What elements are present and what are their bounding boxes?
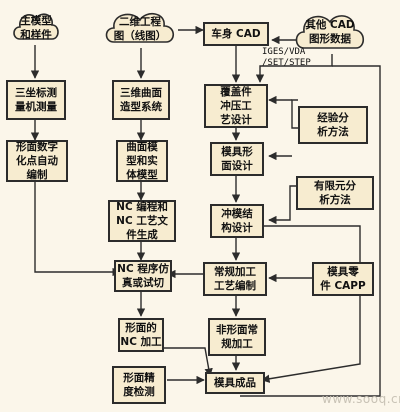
node-die-structure: 冲模结 构设计 (210, 204, 264, 238)
nc-machining-label: 形面的 NC 加工 (120, 322, 162, 348)
digitize-label: 形面数字 化点自动 编制 (16, 141, 58, 181)
label-iges: IGES/VDA (262, 47, 306, 57)
node-inspection: 形面精 度检测 (112, 366, 166, 404)
node-cover-design: 覆盖件 冲压工 艺设计 (204, 84, 268, 128)
arrow-feedback-struct (260, 225, 361, 383)
node-non-surface: 非形面常 规加工 (208, 318, 266, 356)
solid-model-label: 曲面模 型和实 体模型 (126, 141, 158, 181)
arrow-digitize-to-ncsim (34, 182, 121, 277)
arrow-fem-branch (268, 185, 296, 225)
cloud-shape-icon (13, 13, 59, 40)
node-nc-machining: 形面的 NC 加工 (118, 318, 164, 352)
label-set: /SET/STEP (262, 58, 311, 68)
surface-3d-label: 三维曲面 造型系统 (120, 87, 162, 113)
die-structure-label: 冲模结 构设计 (221, 208, 253, 234)
fem-label: 有限元分 析方法 (314, 180, 356, 206)
node-solid-model: 曲面模 型和实 体模型 (116, 140, 168, 182)
node-finished-die: 模具成品 (205, 372, 265, 394)
node-nc-sim: NC 程序仿 真或试切 (114, 260, 172, 292)
nc-sim-label: NC 程序仿 真或试切 (117, 263, 169, 289)
node-digitize: 形面数字 化点自动 编制 (6, 140, 68, 182)
arrow-experience-branch (291, 99, 298, 129)
cover-design-label: 覆盖件 冲压工 艺设计 (220, 86, 252, 126)
node-body-cad: 车身 CAD (203, 22, 269, 46)
node-experience: 经验分 析方法 (298, 106, 368, 144)
cmm-label: 三坐标测 量机测量 (15, 87, 57, 113)
experience-label: 经验分 析方法 (317, 112, 349, 138)
non-surface-label: 非形面常 规加工 (216, 324, 258, 350)
node-die-face: 模具形 面设计 (210, 142, 264, 176)
node-fem: 有限元分 析方法 (296, 176, 374, 210)
arrow-othercad-down (255, 54, 333, 83)
capp-label: 模具零 件 CAPP (320, 266, 366, 292)
cad-2d-label: 二维工程 图（线图） (113, 16, 167, 42)
node-conv-process: 常规加工 工艺编制 (203, 262, 267, 296)
node-nc-program: NC 编程和 NC 工艺文 件生成 (108, 200, 176, 242)
cloud-shape-icon (295, 15, 365, 49)
conv-process-label: 常规加工 工艺编制 (214, 266, 256, 292)
die-face-label: 模具形 面设计 (221, 146, 253, 172)
cloud-shape-icon (105, 13, 175, 43)
arrow-feedback-right (240, 65, 381, 397)
inspection-label: 形面精 度检测 (123, 372, 155, 398)
node-2d-drawing: 二维工程 图（线图） (104, 10, 176, 48)
other-cad-label: 其他 CAD 图形数据 (305, 19, 355, 45)
body-cad-label: 车身 CAD (211, 28, 261, 40)
master-model-label: 主模型 和样件 (20, 15, 52, 41)
finished-die-label: 模具成品 (214, 377, 256, 389)
node-master-model: 主模型 和样件 (12, 9, 60, 47)
nc-program-label: NC 编程和 NC 工艺文 件生成 (116, 201, 168, 241)
node-surface-3d: 三维曲面 造型系统 (112, 80, 170, 120)
node-capp: 模具零 件 CAPP (312, 262, 374, 296)
node-other-cad: 其他 CAD 图形数据 (294, 10, 366, 54)
watermark-text: www.sooq.cn (322, 392, 400, 406)
arrow-ncm-to-finished (162, 347, 213, 377)
node-cmm: 三坐标测 量机测量 (6, 80, 66, 120)
